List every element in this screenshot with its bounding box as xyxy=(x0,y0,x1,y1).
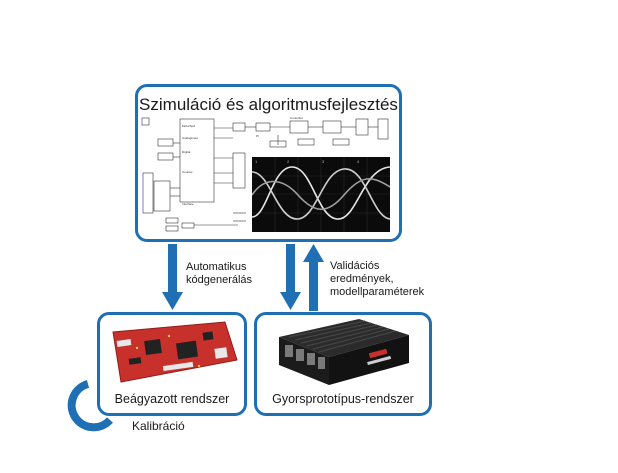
simulation-box: Szimuláció és algoritmusfejlesztés xyxy=(135,84,402,242)
embedded-board-image xyxy=(112,321,238,383)
svg-text:1: 1 xyxy=(255,159,258,164)
svg-text:3: 3 xyxy=(322,159,325,164)
validation-label-line2: eredmények, xyxy=(330,273,394,285)
embedded-system-title: Beágyazott rendszer xyxy=(114,392,230,406)
validation-label: Validációs eredmények, modellparaméterek xyxy=(330,260,424,299)
down-arrow-icon xyxy=(162,244,183,310)
rapid-prototype-title: Gyorsprototípus-rendszer xyxy=(272,392,414,406)
codegen-label-line2: kódgenerálás xyxy=(186,274,253,286)
codegen-label: Automatikus kódgenerálás xyxy=(186,261,252,287)
svg-text:4: 4 xyxy=(357,159,360,164)
up-arrow-icon xyxy=(303,244,324,311)
svg-text:MotorSpd: MotorSpd xyxy=(182,124,195,128)
svg-text:PI: PI xyxy=(256,134,259,138)
rapid-prototype-box: Gyorsprototípus-rendszer xyxy=(254,312,432,416)
embedded-system-box: Beágyazott rendszer xyxy=(97,312,247,416)
oscilloscope-display: 1 2 3 4 xyxy=(252,157,390,232)
simulation-title: Szimuláció és algoritmusfejlesztés xyxy=(139,95,398,114)
svg-text:Digital: Digital xyxy=(182,150,191,154)
codegen-label-line1: Automatikus xyxy=(186,261,247,273)
prototype-device-image xyxy=(279,319,409,385)
svg-text:Interface: Interface xyxy=(182,202,194,206)
validation-label-line1: Validációs xyxy=(330,260,380,272)
svg-text:2: 2 xyxy=(287,159,290,164)
svg-text:AnalogInput: AnalogInput xyxy=(182,136,198,140)
svg-text:Counter: Counter xyxy=(182,170,193,174)
calibration-label: Kalibráció xyxy=(132,419,185,433)
block-diagram: MotorSpd AnalogInput Digital Counter Int… xyxy=(141,116,389,232)
validation-label-line3: modellparaméterek xyxy=(330,286,425,298)
down-arrow-icon xyxy=(280,244,301,310)
svg-text:Controller: Controller xyxy=(290,116,303,120)
